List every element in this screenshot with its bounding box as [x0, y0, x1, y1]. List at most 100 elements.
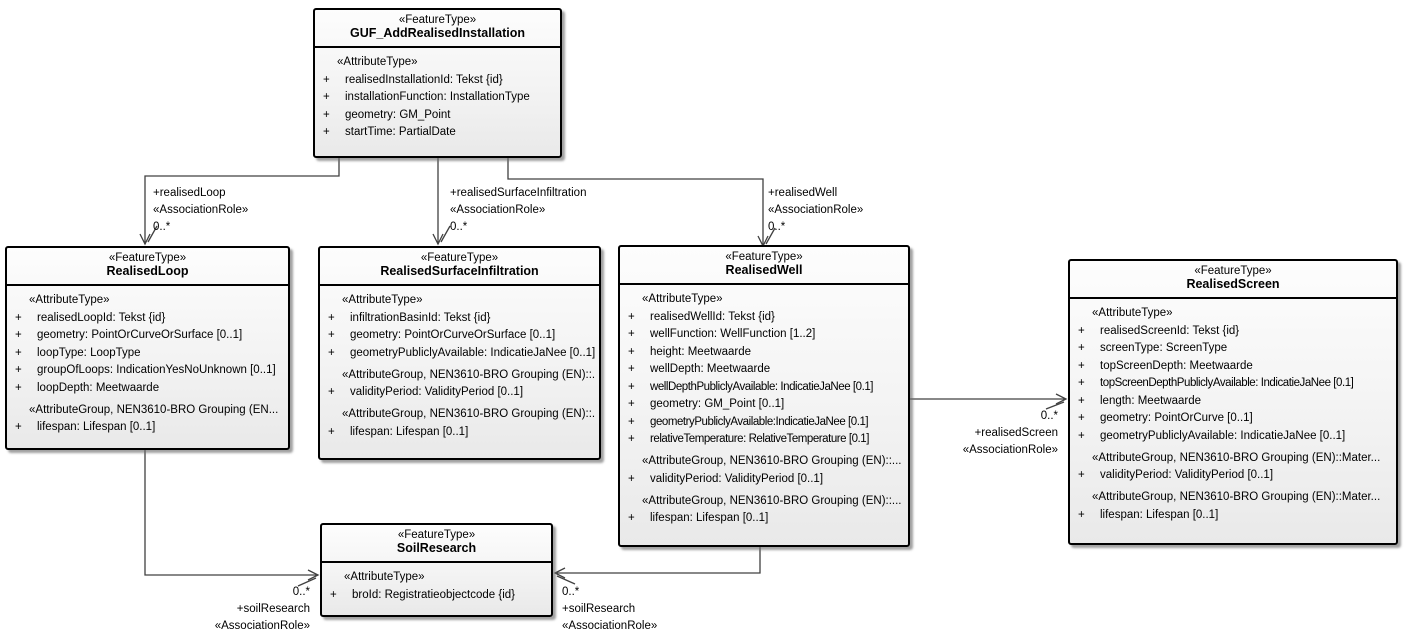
association-stereotype: «AssociationRole» [450, 204, 546, 216]
attribute-row: +lifespan: Lifespan [0..1] [15, 421, 156, 433]
attribute-row: +wellDepthPubliclyAvailable: IndicatieJa… [628, 380, 874, 393]
class-attributes: «AttributeType» +realisedInstallationId:… [315, 48, 560, 145]
attribute-row: +geometryPubliclyAvailable: IndicatieJaN… [1078, 429, 1346, 442]
section-header: «AttributeGroup, NEN3610-BRO Grouping (E… [29, 403, 279, 416]
section-header: «AttributeType» [29, 294, 110, 306]
class-title: «FeatureType» RealisedSurfaceInfiltratio… [320, 248, 599, 286]
association-role: +soilResearch [236, 603, 310, 615]
class-name: SoilResearch [396, 541, 477, 555]
association-label-realisedsurfaceinfiltration: +realisedSurfaceInfiltration «Associatio… [450, 185, 586, 236]
attribute-row: +loopDepth: Meetwaarde [15, 381, 160, 394]
attribute-row: +loopType: LoopType [15, 346, 141, 359]
attribute-row: +validityPeriod: ValidityPeriod [0..1] [1078, 469, 1274, 481]
class-name: RealisedWell [725, 263, 803, 277]
association-stereotype: «AssociationRole» [214, 620, 310, 632]
attribute-row: +infiltrationBasinId: Tekst {id} [328, 311, 491, 324]
association-label-soilresearch-left: 0..* +soilResearch «AssociationRole» [130, 584, 310, 635]
section-header: «AttributeGroup, NEN3610-BRO Grouping (E… [342, 368, 596, 381]
class-title: «FeatureType» RealisedScreen [1070, 261, 1396, 299]
association-multiplicity: 0..* [292, 586, 310, 598]
class-title: «FeatureType» RealisedWell [620, 247, 908, 285]
association-line-realisedloop [139, 158, 340, 246]
attribute-row: +validityPeriod: ValidityPeriod [0..1] [628, 472, 824, 485]
attribute-row: +lifespan: Lifespan [0..1] [1078, 508, 1219, 521]
attribute-row: +topScreenDepth: Meetwaarde [1078, 359, 1253, 372]
class-stereotype: «FeatureType» [108, 252, 187, 264]
association-stereotype: «AssociationRole» [562, 620, 658, 632]
attribute-row: +geometry: GM_Point [323, 108, 451, 121]
class-name: RealisedLoop [106, 264, 189, 278]
association-role: +realisedWell [768, 187, 838, 199]
section-header: «AttributeType» [344, 571, 425, 583]
attribute-row: +installationFunction: InstallationType [323, 91, 530, 103]
class-title: «FeatureType» RealisedLoop [7, 248, 288, 286]
class-title: «FeatureType» SoilResearch [322, 525, 551, 563]
class-stereotype: «FeatureType» [420, 252, 499, 264]
association-multiplicity: 0..* [562, 586, 580, 598]
class-realisedloop: «FeatureType» RealisedLoop «AttributeTyp… [5, 246, 290, 450]
attribute-row: +geometry: PointOrCurveOrSurface [0..1] [328, 329, 556, 341]
section-header: «AttributeType» [342, 294, 423, 306]
class-stereotype: «FeatureType» [397, 529, 476, 541]
attribute-row: +groupOfLoops: IndicationYesNoUnknown [0… [15, 364, 276, 376]
association-role: +realisedLoop [153, 187, 226, 199]
association-role: +soilResearch [562, 603, 636, 615]
attribute-row: +geometry: PointOrCurveOrSurface [0..1] [15, 329, 243, 341]
attribute-row: +length: Meetwaarde [1078, 394, 1202, 407]
association-multiplicity: 0..* [153, 221, 171, 233]
section-header: «AttributeGroup, NEN3610-BRO Grouping (E… [1092, 451, 1381, 464]
attribute-row: +realisedWellId: Tekst {id} [628, 310, 775, 323]
class-attributes: «AttributeType» +realisedScreenId: Tekst… [1070, 299, 1396, 527]
attribute-row: +geometryPubliclyAvailable: IndicatieJaN… [328, 346, 596, 359]
association-stereotype: «AssociationRole» [768, 204, 864, 216]
attribute-row: +wellFunction: WellFunction [1..2] [628, 328, 816, 340]
attribute-row: +lifespan: Lifespan [0..1] [328, 425, 469, 438]
attribute-row: +validityPeriod: ValidityPeriod [0..1] [328, 386, 524, 398]
class-attributes: «AttributeType» +infiltrationBasinId: Te… [320, 286, 599, 444]
attribute-row: +screenType: ScreenType [1078, 342, 1228, 354]
association-multiplicity: 0..* [768, 221, 786, 233]
attribute-row: +broId: Registratieobjectcode {id} [330, 588, 516, 601]
attribute-row: +geometryPubliclyAvailable:IndicatieJaNe… [628, 415, 869, 428]
class-realisedscreen: «FeatureType» RealisedScreen «AttributeT… [1068, 259, 1398, 545]
section-header: «AttributeType» [642, 293, 723, 305]
class-attributes: «AttributeType» +realisedLoopId: Tekst {… [7, 286, 288, 440]
association-role: +realisedSurfaceInfiltration [450, 187, 587, 199]
association-stereotype: «AssociationRole» [962, 444, 1058, 456]
attribute-row: +lifespan: Lifespan [0..1] [628, 512, 769, 524]
attribute-row: +height: Meetwaarde [628, 345, 752, 358]
class-stereotype: «FeatureType» [398, 14, 477, 26]
class-stereotype: «FeatureType» [1194, 265, 1272, 277]
association-label-realisedscreen: 0..* +realisedScreen «AssociationRole» [878, 408, 1058, 459]
attribute-row: +startTime: PartialDate [323, 126, 456, 138]
attribute-row: +relativeTemperature: RelativeTemperatur… [628, 433, 869, 445]
class-name: RealisedSurfaceInfiltration [380, 264, 539, 278]
association-label-realisedloop: +realisedLoop «AssociationRole» 0..* [153, 185, 248, 236]
class-realisedsurfaceinfiltration: «FeatureType» RealisedSurfaceInfiltratio… [318, 246, 601, 460]
association-label-soilresearch-right: 0..* +soilResearch «AssociationRole» [562, 584, 657, 635]
class-attributes: «AttributeType» +broId: Registratieobjec… [322, 563, 551, 607]
attribute-row: +realisedScreenId: Tekst {id} [1078, 324, 1240, 337]
class-stereotype: «FeatureType» [725, 251, 803, 263]
class-soilresearch: «FeatureType» SoilResearch «AttributeTyp… [320, 523, 553, 617]
association-multiplicity: 0..* [1040, 410, 1058, 422]
class-name: RealisedScreen [1186, 277, 1280, 291]
association-multiplicity: 0..* [450, 221, 468, 233]
class-name: GUF_AddRealisedInstallation [349, 26, 526, 40]
attribute-row: +realisedInstallationId: Tekst {id} [323, 73, 503, 86]
attribute-row: +topScreenDepthPubliclyAvailable: Indica… [1078, 377, 1354, 389]
class-attributes: «AttributeType» +realisedWellId: Tekst {… [620, 285, 908, 531]
attribute-row: +wellDepth: Meetwaarde [628, 363, 771, 375]
association-stereotype: «AssociationRole» [153, 204, 249, 216]
attribute-row: +realisedLoopId: Tekst {id} [15, 311, 166, 324]
section-header: «AttributeGroup, NEN3610-BRO Grouping (E… [342, 408, 596, 420]
association-line-realisedscreen [910, 393, 1068, 410]
association-line-realisedsurfaceinfiltration [432, 158, 451, 246]
class-title: «FeatureType» GUF_AddRealisedInstallatio… [315, 10, 560, 48]
class-realisedwell: «FeatureType» RealisedWell «AttributeTyp… [618, 245, 910, 547]
attribute-row: +geometry: GM_Point [0..1] [628, 398, 785, 410]
section-header: «AttributeGroup, NEN3610-BRO Grouping (E… [642, 494, 902, 507]
association-role: +realisedScreen [974, 427, 1058, 439]
